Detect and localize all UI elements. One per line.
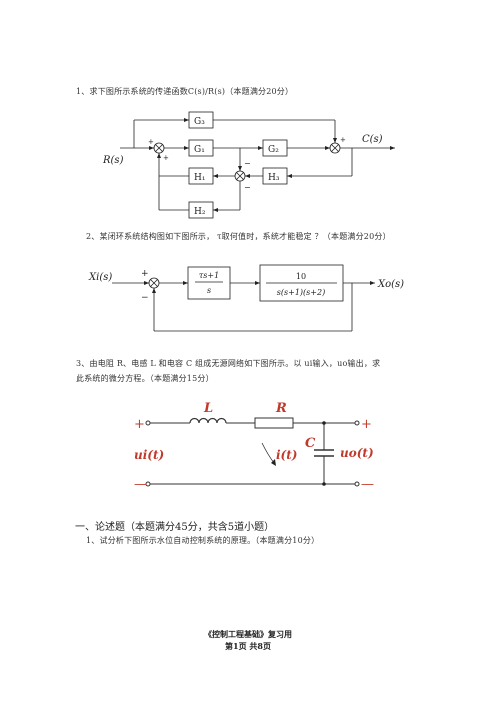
input-voltage-label: ui(t) — [134, 448, 164, 462]
block-h2: H₂ — [194, 207, 206, 217]
capacitor-label: C — [305, 436, 316, 451]
input-minus: — — [134, 477, 147, 492]
inductor-label: L — [203, 401, 213, 416]
question-2-text: 2、某闭环系统结构图如下图所示， τ取何值时，系统才能稳定 ？（本题满分20分） — [86, 232, 391, 241]
block-g1: G₁ — [194, 145, 205, 155]
block-diagram-1: R(s) C(s) G₃ G₁ G₂ H₁ H₂ H₃ + + + − − — [102, 111, 395, 219]
current-label: i(t) — [276, 448, 297, 462]
resistor-symbol — [254, 417, 294, 429]
output-voltage-label: uo(t) — [340, 446, 374, 460]
block-h3: H₃ — [268, 173, 280, 183]
block1-denominator: s — [207, 286, 211, 295]
output-label-xo: Xo(s) — [377, 279, 404, 290]
footer-page-number: 第1页 共8页 — [225, 641, 271, 651]
sign-minus-2: − — [244, 183, 251, 192]
output-label-cs: C(s) — [362, 134, 383, 145]
sign-plus: + — [141, 269, 149, 279]
block2-denominator: s(s+1)(s+2) — [277, 288, 325, 297]
sign-plus-3: + — [340, 136, 346, 144]
block-g3: G₃ — [194, 117, 205, 127]
question-3-text: 3、由电阻 R、电感 L 和电容 C 组成无源网络如下图所示。以 ui输入，uo… — [76, 359, 381, 383]
block-diagram-2: Xi(s) Xo(s) + − τs+1 s 10 s(s+1)(s+2) — [88, 264, 404, 332]
essay-question-1: 1、试分析下图所示水位自动控制系统的原理。（本题满分10分） — [86, 536, 320, 545]
input-plus: + — [134, 417, 145, 432]
inductor-symbol — [189, 417, 227, 424]
current-arrow — [261, 442, 275, 464]
output-minus: — — [361, 477, 374, 492]
sign-minus-1: − — [244, 159, 251, 168]
resistor-label: R — [275, 401, 287, 416]
block-g2: G₂ — [268, 145, 279, 155]
block2-numerator: 10 — [296, 272, 306, 281]
input-label-rs: R(s) — [102, 155, 124, 166]
section-title: 一、论述题（本题满分45分，共含5道小题） — [75, 522, 275, 533]
footer-title: 《控制工程基础》复习用 — [204, 629, 292, 639]
output-plus: + — [361, 417, 372, 432]
rlc-circuit: L R C ui(t) i(t) uo(t) + + — — — [134, 401, 374, 492]
input-label-xi: Xi(s) — [88, 272, 112, 283]
block-h1: H₁ — [194, 173, 205, 183]
sign-plus-1: + — [148, 138, 154, 146]
sign-plus-2: + — [163, 154, 169, 162]
block1-numerator: τs+1 — [199, 271, 219, 280]
question-1-text: 1、求下图所示系统的传递函数C(s)/R(s)（本题满分20分） — [76, 87, 294, 96]
sign-minus: − — [141, 293, 149, 303]
